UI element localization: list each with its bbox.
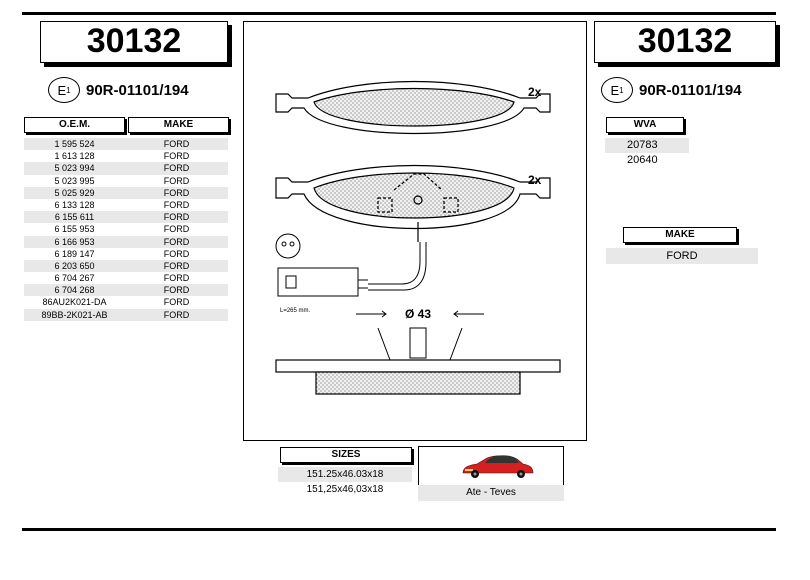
list-item: 151,25x46,03x18 (306, 484, 384, 495)
middle-pad-view (275, 164, 551, 242)
wva-list: 20783 20640 (605, 138, 689, 168)
part-number-box-left: 30132 (40, 21, 228, 63)
wear-sensor (275, 233, 427, 297)
wva-header: WVA (606, 117, 684, 133)
side-profile (275, 359, 561, 395)
list-item: 20640 (627, 154, 658, 166)
oem-make-header: MAKE (128, 117, 229, 133)
part-number: 30132 (86, 22, 182, 60)
make-value: FORD (606, 248, 758, 264)
brake-pad-drawing: 2x 2x L=265 mm. (275, 80, 561, 395)
qty-middle: 2x (528, 173, 542, 187)
part-number-box-right: 30132 (594, 21, 776, 63)
oem-header: O.E.M. (24, 117, 125, 133)
certification-code: 90R-01101/194 (86, 81, 189, 99)
diameter-label: Ø 43 (405, 307, 431, 321)
car-image (418, 446, 564, 486)
top-pad-view (275, 80, 551, 135)
list-item: 151.25x46.03x18 (278, 467, 412, 482)
part-number-right: 30132 (637, 22, 733, 60)
qty-top: 2x (528, 85, 542, 99)
sizes-header: SIZES (280, 447, 412, 463)
sizes-list: 151.25x46.03x18 151,25x46,03x18 (278, 467, 412, 497)
technical-drawing: 2x 2x L=265 mm. (243, 21, 587, 441)
top-rule (22, 12, 776, 15)
list-item: 20783 (605, 138, 689, 153)
car-icon (462, 455, 534, 478)
make-header: MAKE (623, 227, 737, 243)
cable-length: L=265 mm. (280, 308, 311, 314)
bottom-rule (22, 528, 776, 531)
brand-caption: Ate - Teves (418, 485, 564, 501)
certification-code-right: 90R-01101/194 (639, 81, 742, 99)
